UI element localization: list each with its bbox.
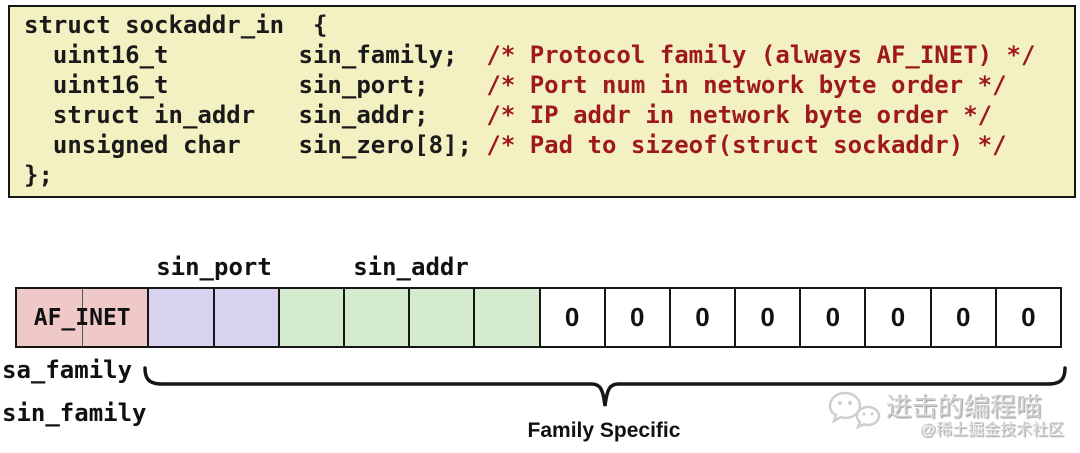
byte-cell-sin_zero: 0 bbox=[538, 289, 604, 346]
byte-cell-sin_zero: 0 bbox=[994, 289, 1060, 346]
code-comment: /* Port num in network byte order */ bbox=[486, 71, 1007, 99]
byte-cell-sin_zero: 0 bbox=[734, 289, 800, 346]
byte-cell-sin_zero: 0 bbox=[864, 289, 930, 346]
code-comment: /* IP addr in network byte order */ bbox=[486, 101, 993, 129]
code-block: struct sockaddr_in { uint16_t sin_family… bbox=[24, 10, 1074, 190]
field-group-sin_port bbox=[147, 289, 278, 346]
byte-cell-sin_zero: 0 bbox=[799, 289, 865, 346]
byte-cell-sin_addr bbox=[473, 289, 539, 346]
byte-cell-sin_addr bbox=[342, 289, 409, 346]
label-sin-port: sin_port bbox=[156, 253, 272, 281]
label-family-specific: Family Specific bbox=[527, 419, 681, 442]
field-group-sin_addr bbox=[277, 289, 539, 346]
label-sin-family: sin_family bbox=[2, 399, 147, 427]
code-line: }; bbox=[24, 161, 53, 189]
code-comment: /* Protocol family (always AF_INET) */ bbox=[486, 41, 1036, 69]
label-sa-family: sa_family bbox=[2, 356, 133, 384]
chat-bubbles-icon bbox=[828, 391, 881, 430]
code-line: uint16_t sin_port; /* Port num in networ… bbox=[24, 71, 1007, 99]
byte-cell-sin_zero: 0 bbox=[929, 289, 995, 346]
watermark-subtitle: @稀土掘金技术社区 bbox=[920, 422, 1065, 439]
byte-cell-sin_zero: 0 bbox=[668, 289, 735, 346]
watermark-title: 进击的编程喵 bbox=[886, 392, 1043, 422]
byte-cell-sin_family bbox=[17, 289, 82, 346]
field-group-sin_family: AF_INET bbox=[17, 289, 148, 346]
code-line: uint16_t sin_family; /* Protocol family … bbox=[24, 41, 1036, 69]
label-sin-addr: sin_addr bbox=[353, 253, 469, 281]
byte-cell-sin_addr bbox=[408, 289, 474, 346]
byte-cell-sin_zero: 0 bbox=[603, 289, 669, 346]
byte-cell-sin_port bbox=[212, 289, 278, 346]
byte-cell-sin_port bbox=[147, 289, 213, 346]
code-line: unsigned char sin_zero[8]; /* Pad to siz… bbox=[24, 131, 1007, 159]
byte-cell-sin_family bbox=[81, 289, 148, 346]
code-comment: /* Pad to sizeof(struct sockaddr) */ bbox=[486, 131, 1007, 159]
code-line: struct in_addr sin_addr; /* IP addr in n… bbox=[24, 101, 993, 129]
code-line: struct sockaddr_in { bbox=[24, 11, 328, 39]
struct-definition-box: struct sockaddr_in { uint16_t sin_family… bbox=[8, 5, 1076, 198]
byte-cell-sin_addr bbox=[277, 289, 343, 346]
